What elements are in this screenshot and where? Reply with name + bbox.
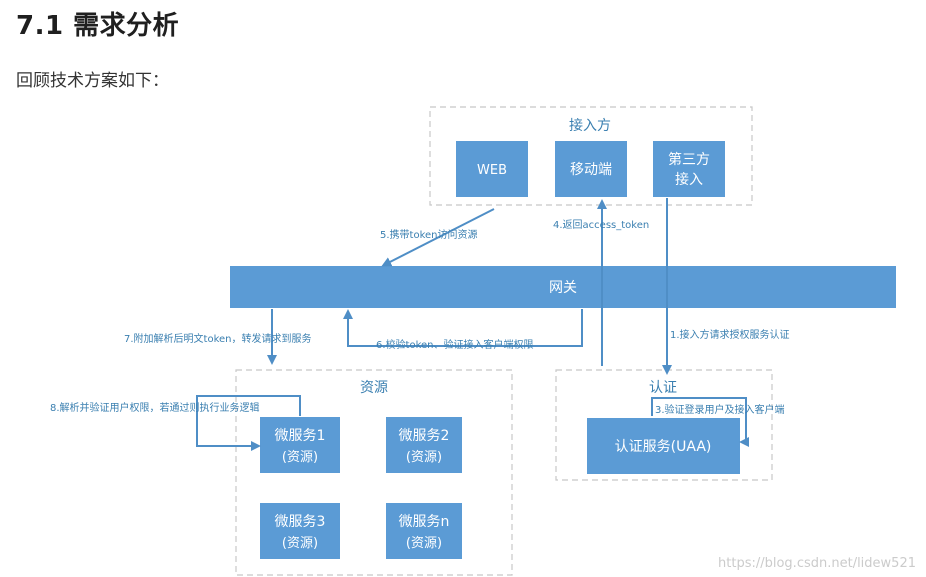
arrow-4-label: 4.返回access_token bbox=[553, 219, 649, 231]
microservice-n-box bbox=[386, 503, 462, 559]
web-box bbox=[456, 141, 528, 197]
gateway-label: 网关 bbox=[549, 280, 577, 296]
microservice-3-label: 微服务3 bbox=[275, 514, 326, 530]
section-heading: 7.1 需求分析 bbox=[16, 11, 180, 41]
third-party-box bbox=[653, 141, 725, 197]
blog-watermark: https://blog.csdn.net/lidew521 bbox=[718, 556, 916, 571]
mobile-box bbox=[555, 141, 627, 197]
arrow-3 bbox=[651, 397, 749, 447]
arrow-7-label: 7.附加解析后明文token，转发请求到服务 bbox=[124, 332, 312, 345]
microservice-1-label: 微服务1 bbox=[275, 428, 326, 444]
third-party-label-line2: 接入 bbox=[675, 171, 703, 188]
uaa-box-label: 认证服务(UAA) bbox=[615, 439, 712, 455]
microservice-1-sublabel: (资源) bbox=[282, 450, 318, 465]
access-region-label: 接入方 bbox=[569, 117, 611, 134]
microservice-n-sublabel: (资源) bbox=[406, 536, 442, 551]
microservice-2-label: 微服务2 bbox=[399, 428, 450, 444]
mobile-box-label: 移动端 bbox=[570, 162, 612, 178]
arrow-5-label: 5.携带token访问资源 bbox=[380, 228, 478, 241]
arrow-3-label: 3.验证登录用户及接入客户端 bbox=[655, 403, 785, 416]
arrow-6-label: 6.校验token、验证接入客户端权限 bbox=[376, 338, 534, 351]
arrow-8 bbox=[196, 395, 301, 451]
microservice-3-box bbox=[260, 503, 340, 559]
web-box-label: WEB bbox=[477, 163, 507, 178]
uaa-box bbox=[587, 418, 740, 474]
arrow-1-label: 1.接入方请求授权服务认证 bbox=[670, 328, 790, 341]
arrow-8-label: 8.解析并验证用户权限，若通过则执行业务逻辑 bbox=[50, 401, 260, 414]
gateway-bar bbox=[230, 266, 896, 308]
microservice-n-label: 微服务n bbox=[399, 514, 450, 530]
auth-region bbox=[555, 369, 773, 481]
third-party-label-line1: 第三方 bbox=[668, 151, 710, 168]
microservice-2-box bbox=[386, 417, 462, 473]
auth-region-label: 认证 bbox=[649, 380, 677, 396]
intro-text: 回顾技术方案如下： bbox=[16, 71, 169, 91]
arrow-5 bbox=[381, 208, 495, 267]
microservice-2-sublabel: (资源) bbox=[406, 450, 442, 465]
resource-region-label: 资源 bbox=[360, 380, 388, 396]
microservice-1-box bbox=[260, 417, 340, 473]
access-region bbox=[429, 106, 753, 206]
microservice-3-sublabel: (资源) bbox=[282, 536, 318, 551]
arrow-6 bbox=[343, 309, 583, 347]
